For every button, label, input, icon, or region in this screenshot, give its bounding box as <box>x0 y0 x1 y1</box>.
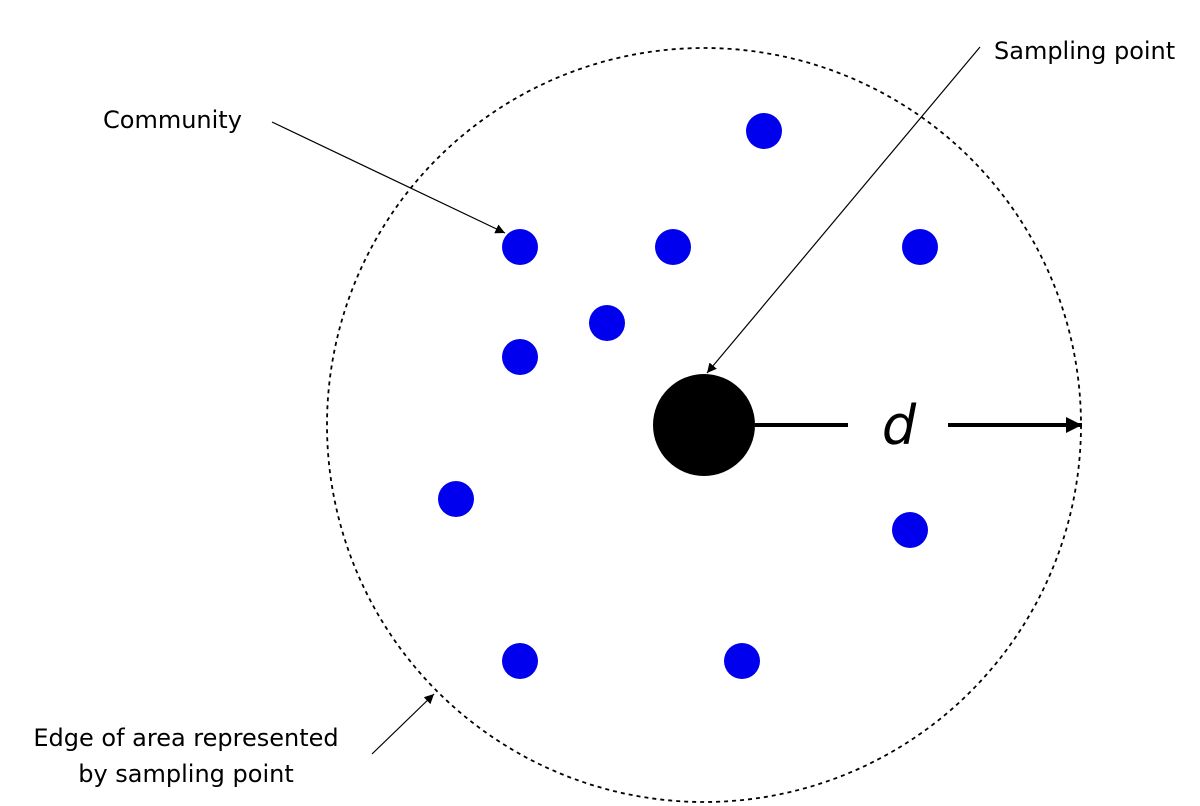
community-dot <box>502 643 538 679</box>
edge-label-line1: Edge of area represented <box>33 724 338 752</box>
community-dot <box>746 113 782 149</box>
distance-label: d <box>882 394 917 457</box>
sampling-point-dot <box>653 374 755 476</box>
community-dot <box>502 229 538 265</box>
community-dot <box>892 512 928 548</box>
edge-label-line2: by sampling point <box>78 760 294 788</box>
edge-leader-arrow <box>371 693 435 755</box>
community-dot <box>502 339 538 375</box>
community-dot <box>655 229 691 265</box>
community-leader-arrow <box>271 121 506 234</box>
community-label: Community <box>103 106 242 134</box>
sampling-point-label: Sampling point <box>994 37 1175 65</box>
community-dot <box>902 229 938 265</box>
community-dots <box>438 113 938 679</box>
sampling-point-leader-arrow <box>706 46 981 374</box>
community-dot <box>589 305 625 341</box>
community-dot <box>438 481 474 517</box>
community-dot <box>724 643 760 679</box>
